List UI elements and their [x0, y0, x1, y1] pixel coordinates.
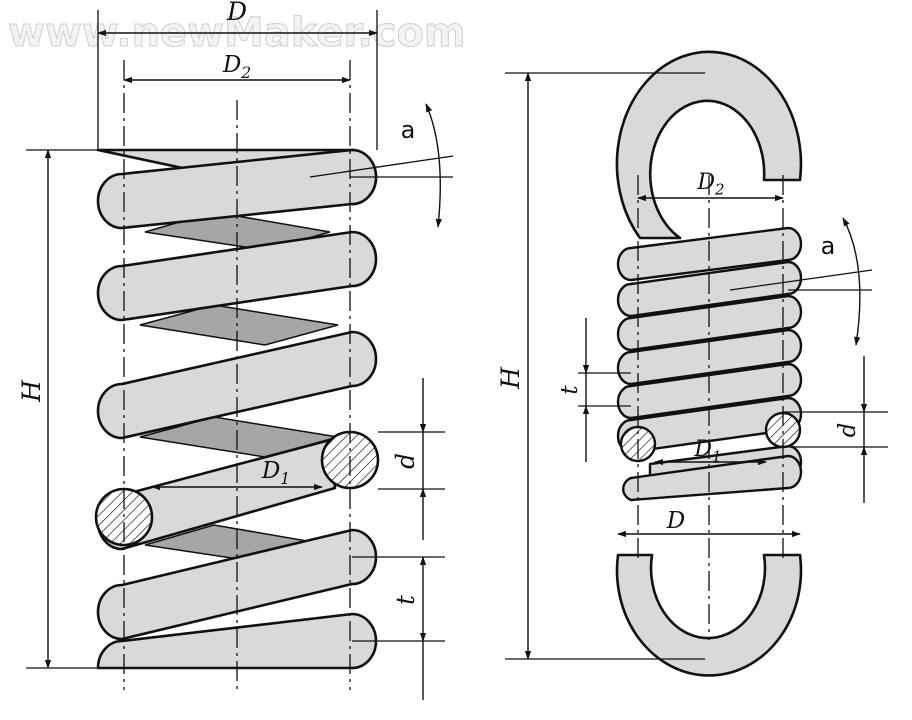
compression-d-label: d	[391, 453, 420, 469]
extension-a-label: a	[821, 232, 836, 260]
compression-spring-dimensions	[44, 29, 442, 700]
extension-D-label: D	[666, 508, 685, 534]
compression-D1-label: D1	[261, 458, 290, 488]
compression-angle-arc	[425, 103, 442, 228]
extension-t-label: t	[557, 385, 583, 395]
compression-D-label: D	[226, 0, 247, 26]
compression-spring-centerlines	[123, 60, 351, 690]
extension-D2-label: D2	[696, 170, 724, 199]
compression-D2-label: D2	[222, 52, 251, 82]
extension-H-label: H	[496, 366, 525, 390]
compression-a-label: a	[401, 116, 416, 144]
extension-spring: H D2 D1 D t d a	[496, 50, 888, 677]
compression-t-label: t	[391, 594, 420, 605]
extension-angle-arc	[842, 217, 861, 346]
extension-d-label: d	[835, 423, 861, 438]
extension-spring-dimensions	[524, 72, 868, 660]
extension-top-hook	[615, 50, 803, 240]
compression-spring: D D2 H D1 d t a	[17, 0, 454, 700]
extension-bottom-hook	[615, 553, 803, 677]
extension-D1-label: D1	[693, 437, 721, 466]
extension-spring-centerlines	[637, 175, 784, 640]
compression-H-label: H	[17, 379, 46, 403]
